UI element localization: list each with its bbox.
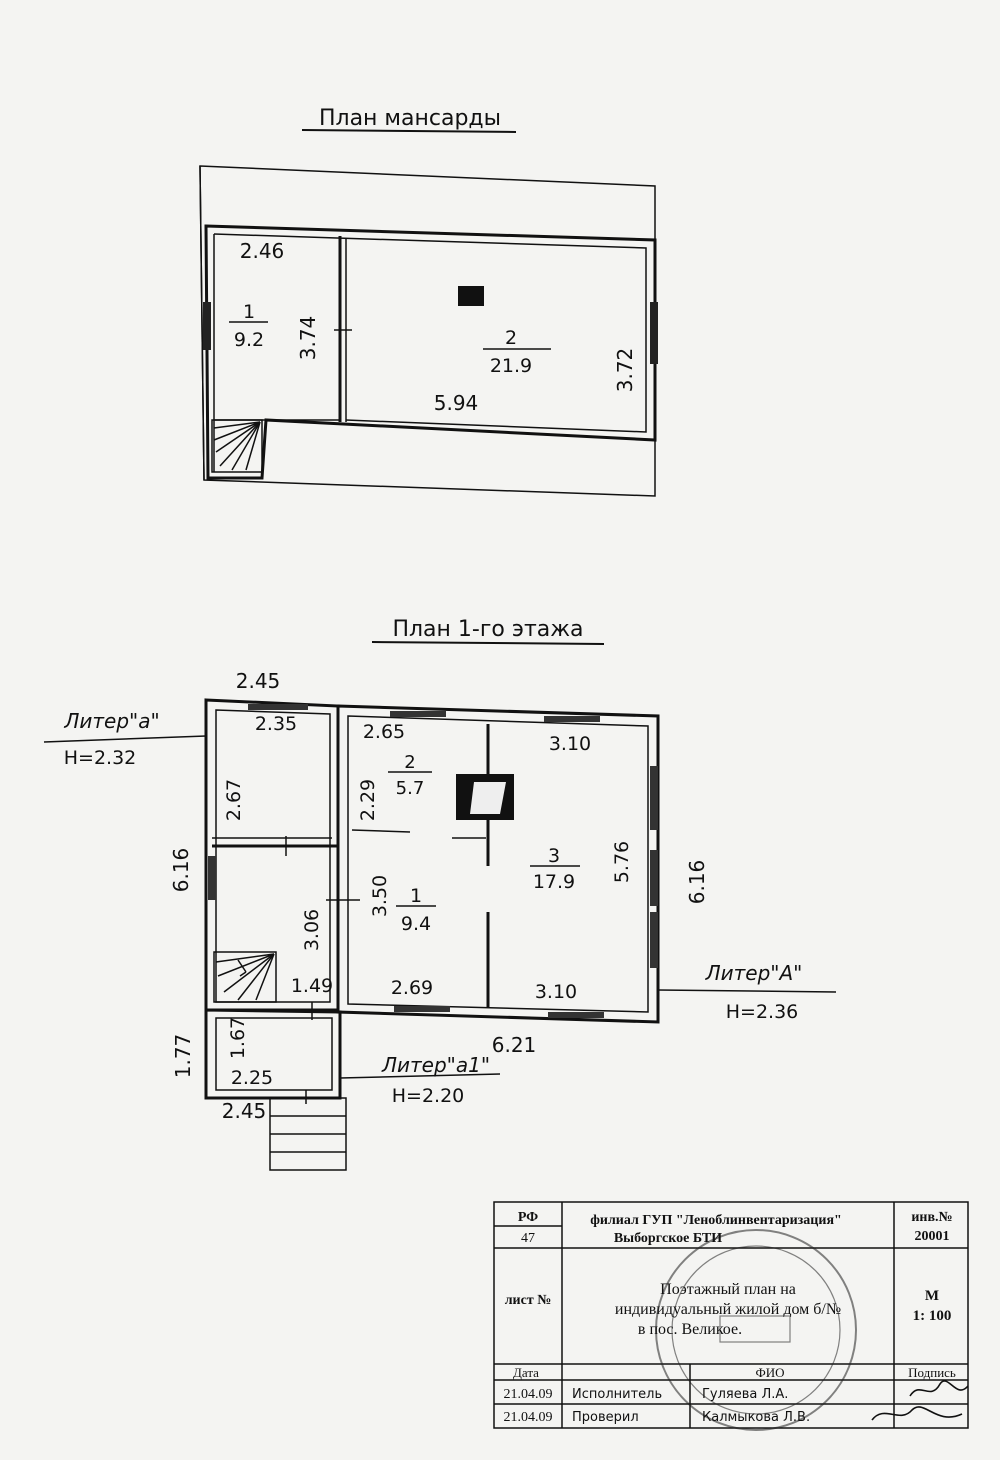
porch-steps — [269, 1097, 347, 1171]
porch-inner-depth: 1.67 — [227, 1017, 249, 1059]
attic-room2-number: 2 — [505, 327, 517, 349]
porch-inner-width: 2.25 — [231, 1067, 273, 1089]
veranda-window-left — [208, 856, 216, 900]
window-top-left — [390, 711, 446, 717]
floor1-staircase — [213, 951, 277, 1003]
floor1-room3-number: 3 — [548, 845, 560, 867]
floor1-room1-width: 2.69 — [391, 977, 433, 999]
floor1-room3-width-top: 3.10 — [549, 733, 591, 755]
floor1-room2-number: 2 — [404, 752, 415, 773]
veranda-window-top — [248, 704, 308, 710]
stamp-row2-date: 21.04.09 — [504, 1410, 553, 1425]
window-bottom-left — [394, 1006, 450, 1012]
stamp-row2-name: Калмыкова Л.В. — [702, 1410, 810, 1425]
liter-a-label: Литер"а" — [63, 709, 159, 733]
stair-gap: 1.49 — [291, 975, 333, 997]
liter-A-callout: Литер"А" H=2.36 — [657, 961, 837, 1023]
stamp-region: 47 — [521, 1231, 535, 1246]
attic-window-right — [650, 302, 658, 364]
attic-room1-number: 1 — [243, 301, 255, 323]
floor1-room3-area: 17.9 — [533, 871, 575, 893]
floor1-room3-width-bottom: 3.10 — [535, 981, 577, 1003]
attic-room1-area: 9.2 — [234, 329, 264, 351]
title-block: РФ 47 филиал ГУП "Леноблинвентаризация" … — [493, 1201, 969, 1431]
stamp-doc-line1: Поэтажный план на — [660, 1281, 796, 1298]
floor1-room2-depth: 2.29 — [357, 779, 379, 821]
stamp-inv-value: 20001 — [915, 1229, 950, 1244]
liter-A-height: H=2.36 — [726, 1001, 799, 1023]
attic-chimney — [458, 286, 484, 306]
attic-title: План мансарды — [319, 106, 501, 131]
veranda-walls — [204, 698, 340, 1012]
stamp-scale-label: М — [925, 1288, 939, 1304]
attic-room2-area: 21.9 — [490, 355, 532, 377]
attic-staircase — [211, 419, 263, 473]
first-floor-plan: План 1-го этажа — [43, 617, 837, 1171]
attic-plan: План мансарды 2.46 1 9 — [199, 106, 658, 497]
stamp-col-sign: Подпись — [908, 1365, 956, 1380]
attic-room2-width: 5.94 — [434, 391, 479, 415]
stair-room-depth: 3.06 — [301, 909, 323, 951]
attic-window-left — [203, 302, 211, 350]
liter-A-label: Литер"А" — [705, 961, 803, 985]
stamp-row2-role: Проверил — [572, 1410, 639, 1425]
signature-1 — [909, 1380, 969, 1397]
stamp-col-date: Дата — [513, 1365, 539, 1380]
liter-a1-label: Литер"а1" — [381, 1053, 490, 1077]
main-outer-depth: 6.16 — [685, 860, 709, 905]
liter-a1-height: H=2.20 — [392, 1085, 465, 1107]
floor1-room1-area: 9.4 — [401, 913, 431, 935]
floor1-room3-depth: 5.76 — [611, 841, 633, 883]
veranda-inner-top: 2.35 — [255, 713, 297, 735]
window-top-right — [544, 716, 600, 722]
floor1-room2-area: 5.7 — [396, 778, 425, 799]
attic-title-underline — [301, 129, 517, 133]
veranda-outer-depth: 6.16 — [169, 848, 193, 893]
veranda-outer-top: 2.45 — [236, 669, 281, 693]
attic-room2-depth: 3.72 — [613, 348, 637, 393]
stamp-row1-role: Исполнитель — [572, 1387, 662, 1402]
attic-outer-outline — [199, 165, 656, 497]
liter-a1-callout: Литер"а1" H=2.20 — [339, 1053, 501, 1107]
window-bottom-right — [548, 1012, 604, 1018]
stamp-row1-name: Гуляева Л.А. — [702, 1387, 788, 1402]
porch-outer-width: 2.45 — [222, 1099, 267, 1123]
stamp-rf: РФ — [518, 1210, 538, 1225]
floor1-title: План 1-го этажа — [392, 617, 583, 642]
stamp-doc-line2: индивидуальный жилой дом б/№ — [615, 1301, 841, 1318]
liter-a-callout: Литер"а" H=2.32 — [43, 709, 207, 769]
main-house-walls — [336, 704, 660, 1024]
window-right-3 — [650, 912, 658, 968]
attic-room1-depth: 3.74 — [296, 316, 320, 361]
stamp-doc-line3: в пос. Великое. — [638, 1321, 742, 1338]
bti-seal — [655, 1229, 857, 1431]
floor1-room1-depth: 3.50 — [369, 875, 391, 917]
porch-outer-depth: 1.77 — [171, 1034, 195, 1079]
stamp-org-line1: филиал ГУП "Леноблинвентаризация" — [590, 1213, 842, 1228]
floor1-room1-number: 1 — [410, 885, 422, 907]
stamp-scale-value: 1: 100 — [913, 1308, 952, 1324]
floor1-title-underline — [371, 641, 605, 645]
stamp-sheet-label: лист № — [505, 1293, 552, 1308]
liter-a-height: H=2.32 — [64, 747, 137, 769]
attic-walls — [204, 224, 657, 480]
stamp-org-line2: Выборгское БТИ — [614, 1231, 722, 1246]
main-outer-width: 6.21 — [492, 1033, 537, 1057]
partition-stub-left — [351, 829, 411, 833]
signature-2 — [871, 1406, 963, 1421]
floor1-room2-width: 2.65 — [363, 721, 405, 743]
stamp-row1-date: 21.04.09 — [504, 1387, 553, 1402]
window-right-1 — [650, 766, 658, 830]
stamp-col-name: ФИО — [755, 1365, 784, 1380]
window-right-2 — [650, 850, 658, 906]
veranda-room-depth: 2.67 — [223, 779, 245, 821]
stamp-inv-label: инв.№ — [911, 1210, 952, 1225]
attic-room1-width: 2.46 — [240, 239, 285, 263]
